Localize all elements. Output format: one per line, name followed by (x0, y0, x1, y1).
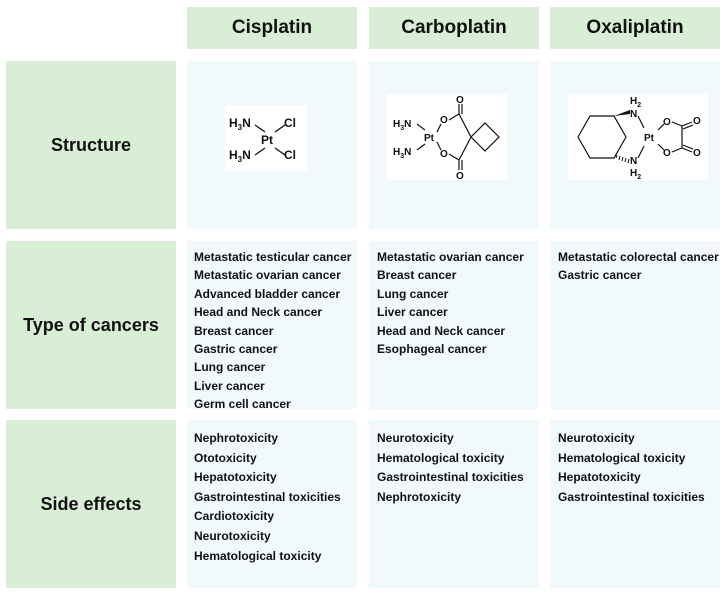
list-item: Gastric cancer (558, 268, 642, 283)
oxygen-label: O (440, 115, 448, 126)
column-header-oxaliplatin: Oxaliplatin (550, 7, 720, 49)
list-item: Hematological toxicity (377, 450, 505, 465)
oxygen-label: O (456, 171, 464, 180)
list-item: Breast cancer (377, 268, 457, 283)
list-item: Hematological toxicity (194, 548, 322, 563)
list-item: Liver cancer (377, 305, 448, 320)
list-item: Gastrointestinal toxicities (558, 489, 705, 504)
hydrogen-label: H2 (630, 168, 641, 180)
list-item: Metastatic ovarian cancer (194, 268, 341, 283)
list-item: Liver cancer (194, 378, 265, 393)
platinum-label: Pt (424, 133, 435, 144)
list-item: Neurotoxicity (377, 431, 454, 445)
column-header-cisplatin: Cisplatin (187, 7, 357, 49)
platinum-label: Pt (261, 133, 273, 147)
list-item: Hematological toxicity (558, 450, 686, 465)
list-item: Breast cancer (194, 323, 274, 338)
row-header-type-of-cancers: Type of cancers (6, 241, 176, 409)
column-header-carboplatin: Carboplatin (369, 7, 539, 49)
oxygen-label: O (663, 148, 671, 159)
platinum-label: Pt (644, 133, 655, 144)
list-item: Neurotoxicity (558, 431, 635, 445)
oxygen-label: O (663, 117, 671, 128)
list-item: Head and Neck cancer (194, 305, 323, 320)
list-item: Hepatotoxicity (558, 470, 641, 485)
cisplatin-structure: H3N H3N Pt Cl Cl (225, 105, 307, 171)
amine-label: H3N (393, 119, 411, 132)
list-item: Hepatotoxicity (194, 470, 277, 485)
hydrogen-label: H2 (630, 96, 641, 109)
oxygen-label: O (456, 95, 464, 106)
list-item: Cardiotoxicity (194, 509, 275, 524)
row-header-side-effects: Side effects (6, 420, 176, 588)
list-item: Lung cancer (377, 286, 449, 301)
list-item: Neurotoxicity (194, 528, 271, 543)
oxygen-label: O (693, 116, 701, 127)
amine-label: H3N (229, 148, 251, 164)
list-item: Gastrointestinal toxicities (194, 489, 341, 504)
list-item: Head and Neck cancer (377, 323, 506, 338)
structure-cell-oxaliplatin: H2 N N H2 Pt O O O O (550, 61, 720, 229)
chloride-label: Cl (284, 116, 296, 130)
list-item: Nephrotoxicity (377, 489, 462, 504)
list-item: Ototoxicity (194, 450, 257, 465)
amine-label: H3N (393, 147, 411, 160)
amine-label: H3N (229, 116, 251, 132)
oxygen-label: O (440, 149, 448, 160)
structure-cell-carboplatin: H3N H3N Pt O O O O (369, 61, 539, 229)
amine-label: N (630, 109, 637, 120)
row-header-structure: Structure (6, 61, 176, 229)
structure-cell-cisplatin: H3N H3N Pt Cl Cl (187, 61, 357, 229)
list-item: Metastatic testicular cancer (194, 250, 352, 264)
oxygen-label: O (693, 148, 701, 159)
chloride-label: Cl (284, 148, 296, 162)
list-item: Gastric cancer (194, 342, 278, 357)
list-item: Gastrointestinal toxicities (377, 470, 524, 485)
oxaliplatin-structure: H2 N N H2 Pt O O O O (568, 94, 708, 180)
list-item: Metastatic ovarian cancer (377, 250, 524, 264)
list-item: Lung cancer (194, 360, 266, 375)
carboplatin-structure: H3N H3N Pt O O O O (387, 94, 507, 180)
list-item: Germ cell cancer (194, 397, 291, 412)
list-item: Advanced bladder cancer (194, 286, 341, 301)
amine-label: N (630, 156, 637, 167)
list-item: Nephrotoxicity (194, 431, 279, 445)
list-item: Metastatic colorectal cancer (558, 250, 719, 264)
list-item: Esophageal cancer (377, 342, 487, 357)
